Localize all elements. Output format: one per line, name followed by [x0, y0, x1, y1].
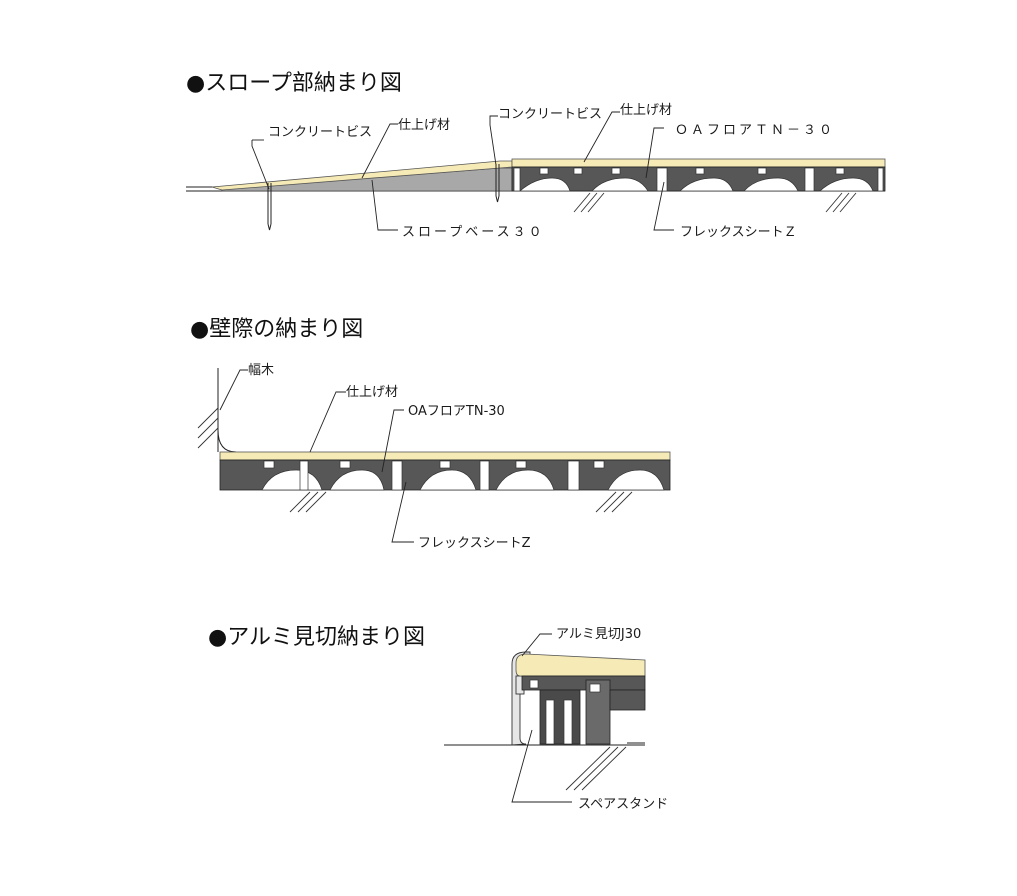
label-spare-stand: スペアスタンド — [578, 797, 668, 812]
leader-concrete-screw-left — [251, 140, 270, 190]
alum-finish-layer — [515, 653, 646, 677]
label-wall-oa-floor: OAフロアTN-30 — [408, 404, 505, 419]
baseboard-curve — [217, 429, 237, 453]
slope-section-title: ●スロープ部納まり図 — [186, 71, 402, 96]
alum-section: ●アルミ見切納まり図 アルミ見切J30 スペアスタンド — [208, 625, 668, 812]
concrete-screw-left — [267, 183, 272, 231]
wall-section-title: ●壁際の納まり図 — [190, 317, 363, 342]
label-finish-left: 仕上げ材 — [398, 118, 450, 133]
slope-panel-cutouts — [513, 167, 884, 192]
leader-wall-oa-floor — [381, 409, 404, 473]
leader-concrete-screw-right — [489, 115, 498, 166]
label-wall-finish: 仕上げ材 — [346, 385, 398, 400]
leader-spare-stand — [511, 729, 572, 803]
leader-wall-finish — [309, 391, 346, 453]
alum-ground-hatch — [565, 746, 627, 791]
label-concrete-screw-right: コンクリートビス — [498, 107, 602, 122]
slope-section: ●スロープ部納まり図 — [186, 71, 886, 240]
slope-ground-hatch-a — [573, 192, 605, 213]
leader-baseboard — [219, 369, 248, 411]
leader-flex-sheet — [653, 181, 674, 231]
label-wall-flex-sheet: フレックスシートZ — [418, 536, 531, 551]
leader-alum-edge — [521, 633, 552, 657]
wall-hatch — [197, 407, 219, 449]
leader-finish-right — [583, 111, 620, 163]
alum-oa-panel-top — [521, 675, 646, 691]
leader-wall-flex-sheet — [391, 481, 414, 543]
wall-ground-hatch-b — [595, 491, 633, 513]
label-finish-right: 仕上げ材 — [620, 103, 672, 118]
label-slope-base: スロープベース３０ — [402, 225, 545, 240]
label-alum-edge: アルミ見切J30 — [556, 627, 641, 642]
alum-section-title: ●アルミ見切納まり図 — [208, 625, 425, 650]
label-flex-sheet: フレックスシートＺ — [680, 225, 797, 240]
leader-slope-base — [371, 179, 398, 231]
slope-oa-finish — [511, 158, 886, 168]
label-oa-floor: ＯＡフロアＴＮ－３０ — [675, 123, 835, 138]
label-concrete-screw-left: コンクリートビス — [268, 125, 372, 140]
wall-finish-layer — [219, 451, 671, 461]
wall-ground-hatch-a — [289, 491, 327, 513]
wall-section: ●壁際の納まり図 — [190, 317, 671, 551]
wall-panel-cutouts — [261, 460, 665, 491]
slope-ground-hatch-b — [825, 192, 857, 213]
leader-finish-left — [361, 123, 398, 179]
label-baseboard: 幅木 — [248, 363, 274, 378]
concrete-screw-right — [495, 164, 500, 203]
leader-oa-floor — [645, 127, 664, 179]
